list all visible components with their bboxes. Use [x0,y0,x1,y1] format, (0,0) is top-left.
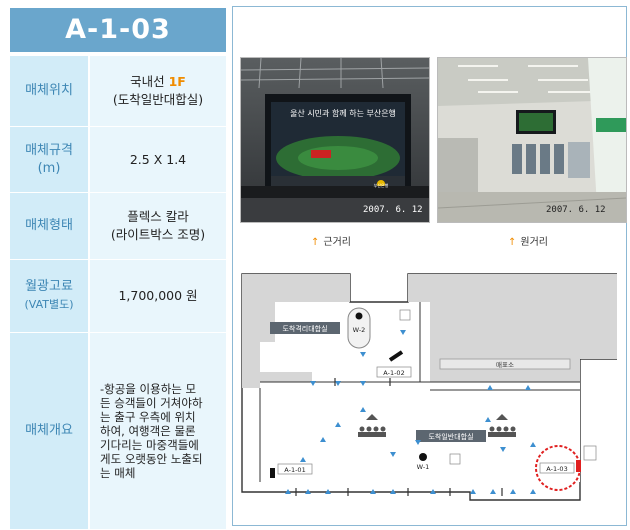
ticket-label: 매표소 [496,361,514,369]
row-value: 1,700,000 원 [90,260,226,332]
photo-far-image: 2007. 6. 12 [438,58,626,222]
flow-arrows [285,330,536,494]
billboard-text: 울산 시민과 함께 하는 부산은행 [290,108,396,118]
ticket-counter [439,358,571,370]
doors [295,378,503,496]
photo-far: 2007. 6. 12 [437,57,627,223]
arrow-up-icon: ↑ [311,237,320,248]
restroom-icon [449,453,461,465]
media-a102-marker [388,350,404,362]
row-label: 매체위치 [10,56,88,126]
seating-group [488,414,516,437]
map-shaded-area [408,274,617,390]
general-hall-label-bg [416,430,486,442]
map-shaded-area [242,274,350,372]
seating-group [358,414,386,437]
info-row-size: 매체규격 (m) 2.5 X 1.4 [10,126,226,192]
info-row-price: 월광고료 (VAT별도) 1,700,000 원 [10,259,226,332]
row-value: -항공을 이용하는 모 든 승객들이 거쳐야하 는 출구 우측에 위치 하여, … [90,333,226,529]
info-row-type: 매체형태 플렉스 칼라 (라이트박스 조명) [10,192,226,259]
photo-date: 2007. 6. 12 [546,205,606,215]
restroom-icon [399,309,411,321]
photo-near-image: 울산 시민과 함께 하는 부산은행 부산은행 2007. 6. 12 [241,58,429,222]
info-row-location: 매체위치 국내선 1F (도착일반대합실) [10,55,226,126]
photo-date: 2007. 6. 12 [363,205,423,215]
general-hall-label: 도착일반대합실 [428,432,473,441]
w1-marker [419,453,427,461]
row-label: 월광고료 (VAT별도) [10,260,88,332]
media-a101-marker [270,468,275,478]
caption-near: ↑근거리 [311,237,351,248]
carousel-w2 [347,307,371,349]
row-value: 플렉스 칼라 (라이트박스 조명) [90,193,226,259]
arrow-up-icon: ↑ [508,237,517,248]
w1-label: W-1 [417,463,430,471]
arrival-hall-label-bg [270,322,340,334]
arrival-hall-label: 도착격리대합실 [282,324,327,333]
row-value: 국내선 1F (도착일반대합실) [90,56,226,126]
w2-label: W-2 [353,326,366,334]
floor-accent: 1F [168,74,186,89]
a101-label: A-1-01 [284,466,305,474]
row-label: 매체형태 [10,193,88,259]
row-label: 매체개요 [10,333,88,529]
info-panel: A-1-03 매체위치 국내선 1F (도착일반대합실) 매체규격 (m) 2.… [0,0,228,530]
billboard-subtext: 부산은행 [374,182,389,188]
caption-far: ↑원거리 [508,237,548,248]
a102-label: A-1-02 [383,369,404,377]
row-value: 2.5 X 1.4 [90,127,226,192]
floor-map: 매표소 도착격리대합실 도착일반대합실 W-2 W-1 A-1-02 A-1-0… [241,273,617,501]
restroom-icon [583,445,597,461]
info-row-overview: 매체개요 -항공을 이용하는 모 든 승객들이 거쳐야하 는 출구 우측에 위치… [10,332,226,529]
row-label: 매체규격 (m) [10,127,88,192]
media-a103-marker [576,460,581,472]
photo-near: 울산 시민과 함께 하는 부산은행 부산은행 2007. 6. 12 [240,57,430,223]
media-panel: 울산 시민과 함께 하는 부산은행 부산은행 2007. 6. 12 ↑근거리 [232,6,627,526]
a103-label: A-1-03 [546,465,567,473]
page-title: A-1-03 [10,8,226,52]
